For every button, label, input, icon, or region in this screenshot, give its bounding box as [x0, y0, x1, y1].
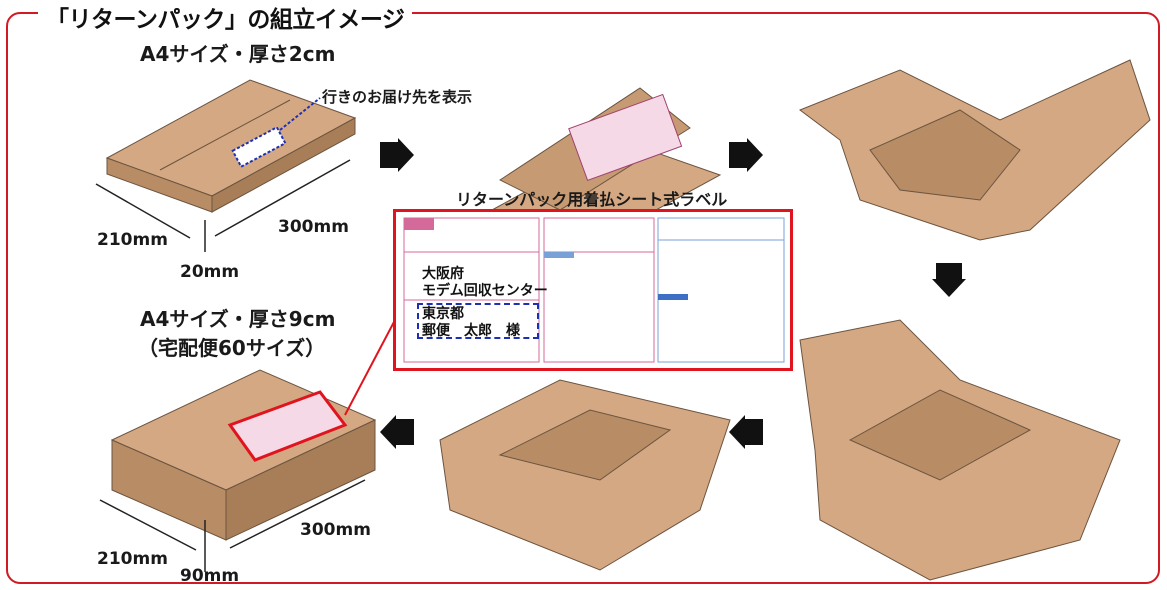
large-box-height: 90mm — [180, 566, 240, 586]
figure-frame — [6, 12, 1160, 584]
large-box-size-label: A4サイズ・厚さ9cm — [140, 307, 336, 331]
sender-name: モデム回収センター — [422, 283, 548, 299]
recipient-prefecture: 東京都 — [422, 306, 464, 322]
recipient-name: 郵便 太郎 様 — [422, 323, 520, 339]
arrow-left-icon — [729, 415, 763, 449]
large-box-size-note: （宅配便60サイズ） — [138, 336, 326, 360]
arrow-right-icon — [729, 138, 763, 172]
small-box-width: 210mm — [97, 230, 168, 250]
destination-callout: 行きのお届け先を表示 — [322, 88, 473, 106]
small-box-height: 20mm — [180, 262, 240, 282]
arrow-left-icon — [380, 415, 414, 449]
large-box-width: 210mm — [97, 549, 168, 569]
recipient-highlight — [417, 303, 539, 339]
figure-title: 「リターンパック」の組立イメージ — [38, 0, 413, 34]
flat-box-illustration — [95, 79, 357, 252]
small-box-length: 300mm — [278, 217, 349, 237]
unfolded-box-illustration — [798, 59, 1151, 241]
sender-address: 大阪府 モデム回収センター — [422, 266, 548, 300]
sender-prefecture: 大阪府 — [422, 266, 464, 282]
arrow-down-icon — [932, 263, 966, 297]
large-box-length: 300mm — [300, 520, 371, 540]
closing-box-illustration — [439, 379, 731, 571]
recipient-address: 東京都 郵便 太郎 様 — [422, 306, 520, 340]
open-tray-illustration — [799, 319, 1121, 581]
label-panel-title: リターンパック用着払シート式ラベル — [456, 190, 728, 209]
small-box-size-label: A4サイズ・厚さ2cm — [140, 42, 336, 66]
arrow-right-icon — [380, 138, 414, 172]
large-box-illustration — [99, 319, 396, 572]
